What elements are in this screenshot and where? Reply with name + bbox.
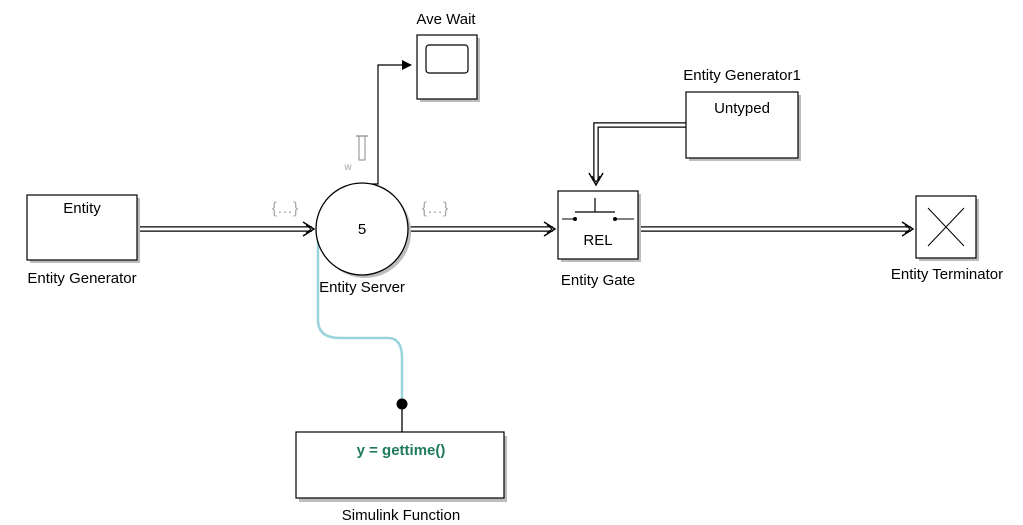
entity-terminator-block[interactable] xyxy=(915,195,979,261)
entity-gate-block[interactable]: REL xyxy=(557,190,641,262)
function-call-link[interactable] xyxy=(316,232,404,404)
connection-server-to-ave-wait[interactable] xyxy=(361,60,412,185)
signal-badge-output: {…} xyxy=(422,200,449,217)
entity-server-block[interactable]: w 5 xyxy=(315,135,411,278)
connection-gate-to-terminator[interactable] xyxy=(639,221,915,237)
scope-screen-icon xyxy=(425,44,469,74)
entity-generator1-block[interactable]: Untyped xyxy=(685,91,801,161)
simulink-function-signature: y = gettime() xyxy=(357,442,446,459)
simulink-function-label: Simulink Function xyxy=(342,507,460,524)
gate-switch-icon xyxy=(562,198,634,221)
simulink-function-block[interactable]: y = gettime() xyxy=(295,431,507,502)
entity-generator-block[interactable]: Entity xyxy=(26,194,140,263)
entity-generator-inner-text: Entity xyxy=(63,200,101,217)
entity-generator-label: Entity Generator xyxy=(27,270,136,287)
ave-wait-label: Ave Wait xyxy=(416,11,476,28)
entity-terminator-label: Entity Terminator xyxy=(891,266,1003,283)
server-w-port xyxy=(358,135,366,161)
entity-gate-label: Entity Gate xyxy=(561,272,635,289)
connection-server-to-gate[interactable] xyxy=(408,221,557,237)
signal-badge-input: {…} xyxy=(272,200,299,217)
function-port-dot xyxy=(396,398,408,410)
server-w-port-label: w xyxy=(343,162,352,173)
terminator-x-icon xyxy=(927,207,965,247)
entity-generator1-inner-text: Untyped xyxy=(714,100,770,117)
connection-generator-to-server[interactable] xyxy=(137,221,316,237)
entity-server-label: Entity Server xyxy=(319,279,405,296)
connection-generator1-to-gate[interactable] xyxy=(588,122,686,187)
entity-server-capacity: 5 xyxy=(358,221,366,238)
entity-gate-mode: REL xyxy=(583,232,612,249)
ave-wait-block[interactable] xyxy=(416,34,480,102)
entity-generator1-label: Entity Generator1 xyxy=(683,67,801,84)
